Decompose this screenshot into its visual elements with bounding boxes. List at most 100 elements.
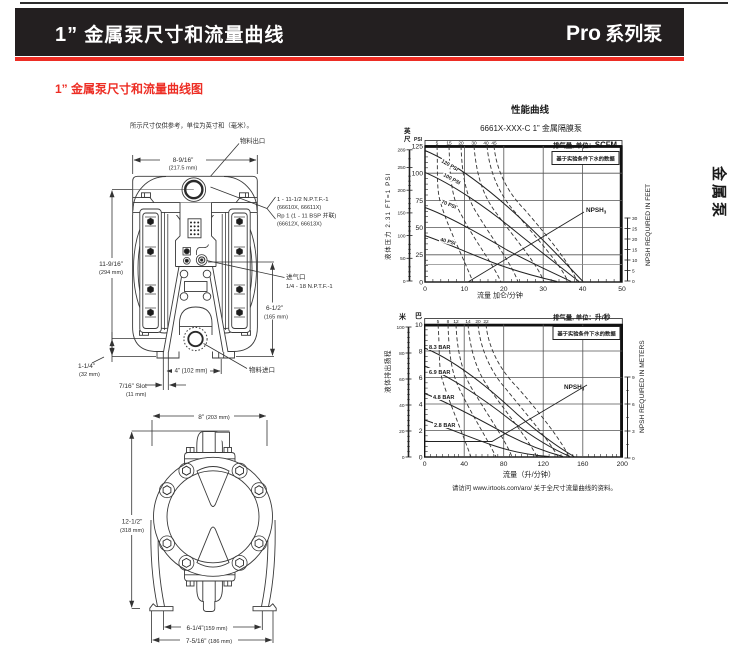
svg-text:8.3 BAR: 8.3 BAR [429,345,450,351]
svg-text:PSI: PSI [414,137,423,143]
svg-text:0: 0 [423,461,427,468]
svg-text:流量 加仑/分钟: 流量 加仑/分钟 [477,291,523,300]
svg-text:(318 mm): (318 mm) [120,528,144,534]
svg-text:12: 12 [453,319,459,325]
svg-text:14: 14 [465,319,471,325]
svg-text:7-5/16” (186 mm): 7-5/16” (186 mm) [186,638,232,645]
svg-text:6.9 BAR: 6.9 BAR [429,370,450,376]
svg-text:20: 20 [458,140,464,146]
svg-text:200: 200 [397,188,405,194]
svg-text:20: 20 [399,429,405,435]
svg-text:22: 22 [483,319,489,325]
svg-text:70 PSI: 70 PSI [440,199,457,211]
svg-text:100: 100 [412,171,424,178]
svg-text:0: 0 [632,456,635,462]
svg-text:4: 4 [419,402,423,409]
svg-text:60: 60 [399,377,405,383]
svg-text:289: 289 [397,148,405,154]
svg-text:0: 0 [403,279,406,285]
svg-text:6: 6 [632,402,635,408]
svg-text:1/4 - 18 N.P.T.F.-1: 1/4 - 18 N.P.T.F.-1 [286,284,333,290]
svg-text:2: 2 [419,428,423,435]
svg-text:40: 40 [579,286,587,293]
svg-text:3: 3 [632,429,635,435]
svg-text:8” (203 mm): 8” (203 mm) [198,414,230,421]
svg-text:8-9/16”: 8-9/16” [173,157,194,164]
svg-text:(217.5 mm): (217.5 mm) [169,166,198,172]
svg-text:5: 5 [437,319,440,325]
svg-text:150: 150 [397,211,405,217]
svg-text:1 - 11-1/2 N.P.T.F.-1: 1 - 11-1/2 N.P.T.F.-1 [277,197,329,203]
svg-text:液体排出扬程: 液体排出扬程 [383,350,392,393]
svg-text:(294 mm): (294 mm) [99,270,123,276]
svg-text:11-9/16”: 11-9/16” [99,261,123,268]
svg-text:0: 0 [632,279,635,285]
svg-text:NPSH3: NPSH3 [586,207,607,215]
svg-text:9: 9 [632,375,635,381]
svg-text:10: 10 [415,322,423,329]
svg-text:米: 米 [398,312,407,321]
svg-text:25: 25 [415,252,423,259]
svg-text:(32 mm): (32 mm) [79,372,100,378]
svg-text:8: 8 [447,319,450,325]
svg-text:20: 20 [475,319,481,325]
svg-text:0: 0 [419,455,423,462]
svg-text:液体压力 2.31 FT=1 PSI: 液体压力 2.31 FT=1 PSI [383,172,392,260]
svg-text:6: 6 [419,375,423,382]
svg-text:(165 mm): (165 mm) [264,315,288,321]
svg-text:基于实验条件下水的数据: 基于实验条件下水的数据 [555,154,615,162]
svg-text:30: 30 [632,216,638,222]
svg-text:80: 80 [500,461,508,468]
svg-text:15: 15 [632,248,638,254]
svg-text:1-1/4”: 1-1/4” [78,363,95,370]
svg-text:7/16” Slot: 7/16” Slot [119,383,147,390]
svg-text:巴: 巴 [415,312,422,320]
svg-text:25: 25 [632,227,638,233]
svg-text:5: 5 [436,140,439,146]
svg-text:6661X-XXX-C 1” 金属隔膜泵: 6661X-XXX-C 1” 金属隔膜泵 [480,123,582,133]
svg-text:6-1/4”(159 mm): 6-1/4”(159 mm) [187,625,228,632]
svg-text:80: 80 [399,351,405,357]
svg-text:75: 75 [415,198,423,205]
svg-text:基于实验条件下水的数据: 基于实验条件下水的数据 [556,329,616,337]
svg-text:0: 0 [402,455,405,461]
svg-text:2.8 BAR: 2.8 BAR [434,423,455,429]
svg-text:40: 40 [460,461,468,468]
svg-text:8: 8 [419,349,423,356]
svg-text:50: 50 [400,256,406,262]
svg-text:4” (102 mm): 4” (102 mm) [175,369,208,375]
svg-text:30: 30 [539,286,547,293]
svg-text:(66612X, 66613X): (66612X, 66613X) [277,222,322,228]
svg-text:NPSH REQUIRED IN METERS: NPSH REQUIRED IN METERS [639,340,646,433]
svg-text:排气量, 单位：SCFM: 排气量, 单位：SCFM [553,141,617,150]
svg-text:100: 100 [397,233,405,239]
svg-text:30: 30 [471,140,477,146]
svg-text:40: 40 [483,140,489,146]
svg-text:6-1/2”: 6-1/2” [266,305,283,312]
svg-text:160: 160 [577,461,589,468]
svg-text:排气量, 单位：升/秒: 排气量, 单位：升/秒 [553,313,611,322]
svg-text:(66610X, 66611X): (66610X, 66611X) [277,205,321,211]
svg-text:100: 100 [396,325,404,331]
svg-text:15: 15 [446,140,452,146]
svg-text:45: 45 [491,140,497,146]
svg-text:所示尺寸仅供参考，单位为英寸和（毫米）。: 所示尺寸仅供参考，单位为英寸和（毫米）。 [130,121,253,130]
svg-text:Rp 1 (1 - 11 BSP 并联): Rp 1 (1 - 11 BSP 并联) [277,212,336,220]
svg-text:(11 mm): (11 mm) [126,392,147,398]
svg-text:10: 10 [461,286,469,293]
svg-text:40 PSI: 40 PSI [439,237,456,247]
svg-text:进气口: 进气口 [286,272,306,281]
svg-text:20: 20 [500,286,508,293]
svg-text:5: 5 [632,269,635,275]
svg-text:4.8 BAR: 4.8 BAR [433,395,454,401]
svg-text:40: 40 [399,403,405,409]
svg-text:NPSH3: NPSH3 [564,384,585,392]
svg-text:50: 50 [415,225,423,232]
svg-text:物料进口: 物料进口 [249,365,275,374]
svg-text:200: 200 [617,461,629,468]
svg-text:NPSH REQUIRED IN FEET: NPSH REQUIRED IN FEET [645,184,652,266]
svg-text:10: 10 [632,258,638,264]
svg-text:英: 英 [403,126,411,135]
svg-text:120: 120 [538,461,550,468]
svg-text:125: 125 [412,144,424,151]
